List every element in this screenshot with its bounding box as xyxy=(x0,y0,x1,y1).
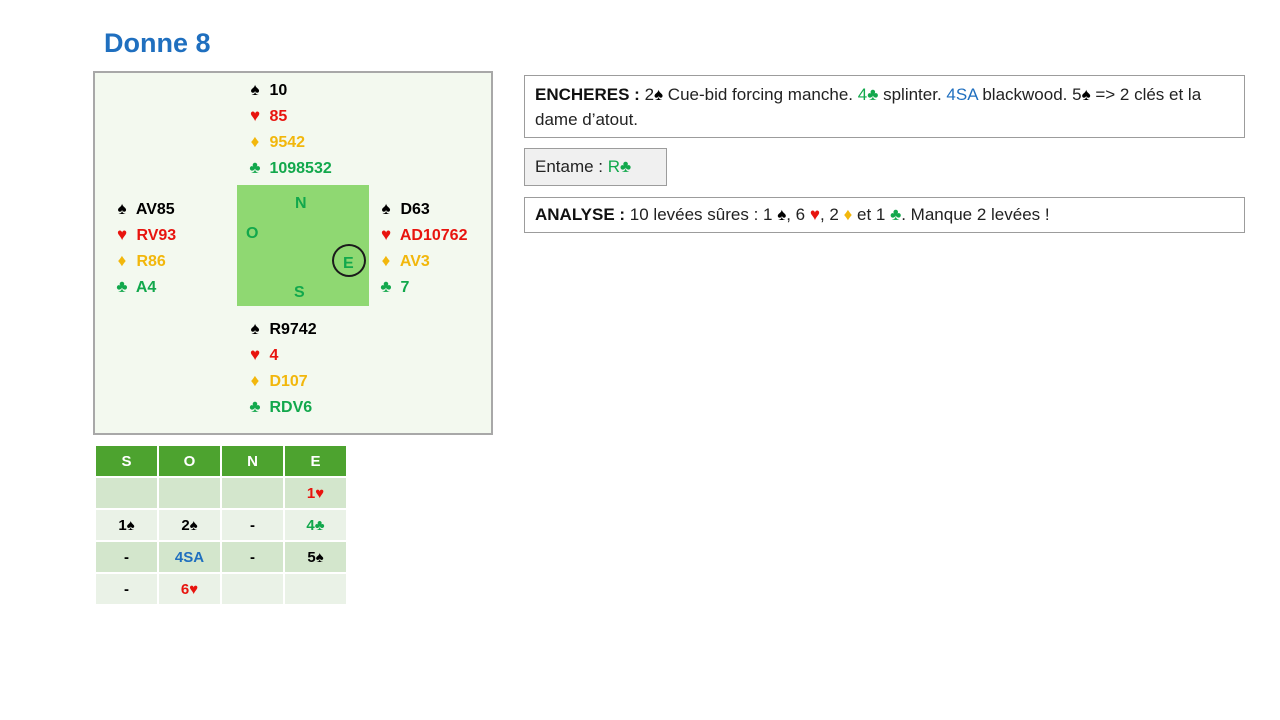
club-icon: ♣ xyxy=(620,157,632,176)
north-spades: 10 xyxy=(269,82,288,99)
auction-row: - 4SA - 5♠ xyxy=(96,542,346,574)
auction-row: - 6♥ xyxy=(96,574,346,606)
north-clubs: 1098532 xyxy=(269,160,332,177)
auction-cell: - xyxy=(222,542,283,574)
dealer-circle-icon xyxy=(332,244,366,277)
club-icon: ♣ xyxy=(249,158,261,177)
spade-icon: ♠ xyxy=(117,199,127,218)
west-diamonds: R86 xyxy=(136,253,166,270)
diamond-icon: ♦ xyxy=(117,251,127,270)
auction-cell xyxy=(285,574,346,606)
auction-row: 1♥ xyxy=(96,478,346,510)
diamond-icon: ♦ xyxy=(250,371,260,390)
club-icon: ♣ xyxy=(116,277,128,296)
auction-cell: 2♠ xyxy=(159,510,220,542)
west-spades: AV85 xyxy=(135,201,175,218)
south-clubs: RDV6 xyxy=(269,399,313,416)
auction-cell xyxy=(159,478,220,510)
analysis-text: et 1 xyxy=(852,205,891,224)
lead-label: Entame : xyxy=(535,157,608,176)
auction-cell xyxy=(222,478,283,510)
spade-icon: ♠ xyxy=(381,199,391,218)
east-spades: D63 xyxy=(400,201,430,218)
auction-header: E xyxy=(285,446,346,478)
auction-table: S O N E 1♥ 1♠ 2♠ - 4♣ - 4SA - 5♠ - 6♥ xyxy=(94,446,348,606)
auction-row: 1♠ 2♠ - 4♣ xyxy=(96,510,346,542)
club-icon: ♣ xyxy=(890,205,902,224)
bidding-text: 4 xyxy=(857,85,868,104)
south-spades: R9742 xyxy=(269,321,317,338)
south-hearts: 4 xyxy=(269,347,279,364)
bidding-text: 4SA xyxy=(946,85,978,104)
north-hearts: 85 xyxy=(269,108,288,125)
auction-cell: - xyxy=(96,574,157,606)
auction-cell: 4♣ xyxy=(285,510,346,542)
deal-diagram: ♠ 10 ♥ 85 ♦ 9542 ♣ 1098532 ♠ AV85 ♥ RV93… xyxy=(93,71,493,435)
lead-card: R xyxy=(607,157,621,176)
east-hearts: AD10762 xyxy=(399,227,468,244)
spade-icon: ♠ xyxy=(1081,85,1091,104)
east-clubs: 7 xyxy=(400,279,410,296)
auction-cell: 5♠ xyxy=(285,542,346,574)
diamond-icon: ♦ xyxy=(843,205,853,224)
auction-cell: - xyxy=(96,542,157,574)
spade-icon: ♠ xyxy=(250,319,260,338)
compass-north: N xyxy=(295,195,307,212)
diamond-icon: ♦ xyxy=(250,132,260,151)
club-icon: ♣ xyxy=(380,277,392,296)
heart-icon: ♥ xyxy=(809,205,820,224)
south-hand: ♠ R9742 ♥ 4 ♦ D107 ♣ RDV6 xyxy=(245,316,317,420)
north-diamonds: 9542 xyxy=(269,134,306,151)
analysis-text: . Manque 2 levées ! xyxy=(901,205,1050,224)
bidding-text: splinter. xyxy=(878,85,947,104)
auction-cell xyxy=(222,574,283,606)
page-title: Donne 8 xyxy=(104,28,211,58)
auction-cell: 1♠ xyxy=(96,510,157,542)
auction-cell: 6♥ xyxy=(159,574,220,606)
spade-icon: ♠ xyxy=(777,205,787,224)
west-hearts: RV93 xyxy=(136,227,177,244)
bidding-label: ENCHERES : xyxy=(535,85,640,104)
auction-header-row: S O N E xyxy=(96,446,346,478)
east-diamonds: AV3 xyxy=(399,253,430,270)
analysis-text: , 6 xyxy=(786,205,810,224)
heart-icon: ♥ xyxy=(116,225,128,244)
auction-cell xyxy=(96,478,157,510)
compass-table: N O E S xyxy=(237,185,369,306)
heart-icon: ♥ xyxy=(249,345,261,364)
east-hand: ♠ D63 ♥ AD10762 ♦ AV3 ♣ 7 xyxy=(376,196,467,300)
north-hand: ♠ 10 ♥ 85 ♦ 9542 ♣ 1098532 xyxy=(245,77,332,181)
bidding-text: 2 xyxy=(639,85,655,104)
auction-header: S xyxy=(96,446,157,478)
bidding-text: blackwood. 5 xyxy=(977,85,1082,104)
analysis-text: , 2 xyxy=(819,205,844,224)
auction-cell: 1♥ xyxy=(285,478,346,510)
bidding-text: => 2 clés et la dame d’atout. xyxy=(535,85,1202,129)
opening-lead: Entame : R♣ xyxy=(524,148,667,186)
auction-cell: 4SA xyxy=(159,542,220,574)
heart-icon: ♥ xyxy=(249,106,261,125)
club-icon: ♣ xyxy=(249,397,261,416)
diamond-icon: ♦ xyxy=(381,251,391,270)
spade-icon: ♠ xyxy=(654,85,664,104)
analysis-text: 10 levées sûres : 1 xyxy=(625,205,778,224)
bidding-notes: ENCHERES : 2♠ Cue-bid forcing manche. 4♣… xyxy=(524,75,1245,138)
bidding-text: Cue-bid forcing manche. xyxy=(663,85,858,104)
club-icon: ♣ xyxy=(867,85,879,104)
auction-header: O xyxy=(159,446,220,478)
compass-south: S xyxy=(294,284,305,301)
heart-icon: ♥ xyxy=(380,225,392,244)
auction-header: N xyxy=(222,446,283,478)
analysis-label: ANALYSE : xyxy=(535,205,626,224)
west-clubs: A4 xyxy=(135,279,157,296)
compass-west: O xyxy=(246,225,259,242)
analysis-notes: ANALYSE : 10 levées sûres : 1 ♠, 6 ♥, 2 … xyxy=(524,197,1245,233)
spade-icon: ♠ xyxy=(250,80,260,99)
south-diamonds: D107 xyxy=(269,373,308,390)
west-hand: ♠ AV85 ♥ RV93 ♦ R86 ♣ A4 xyxy=(112,196,176,300)
auction-cell: - xyxy=(222,510,283,542)
